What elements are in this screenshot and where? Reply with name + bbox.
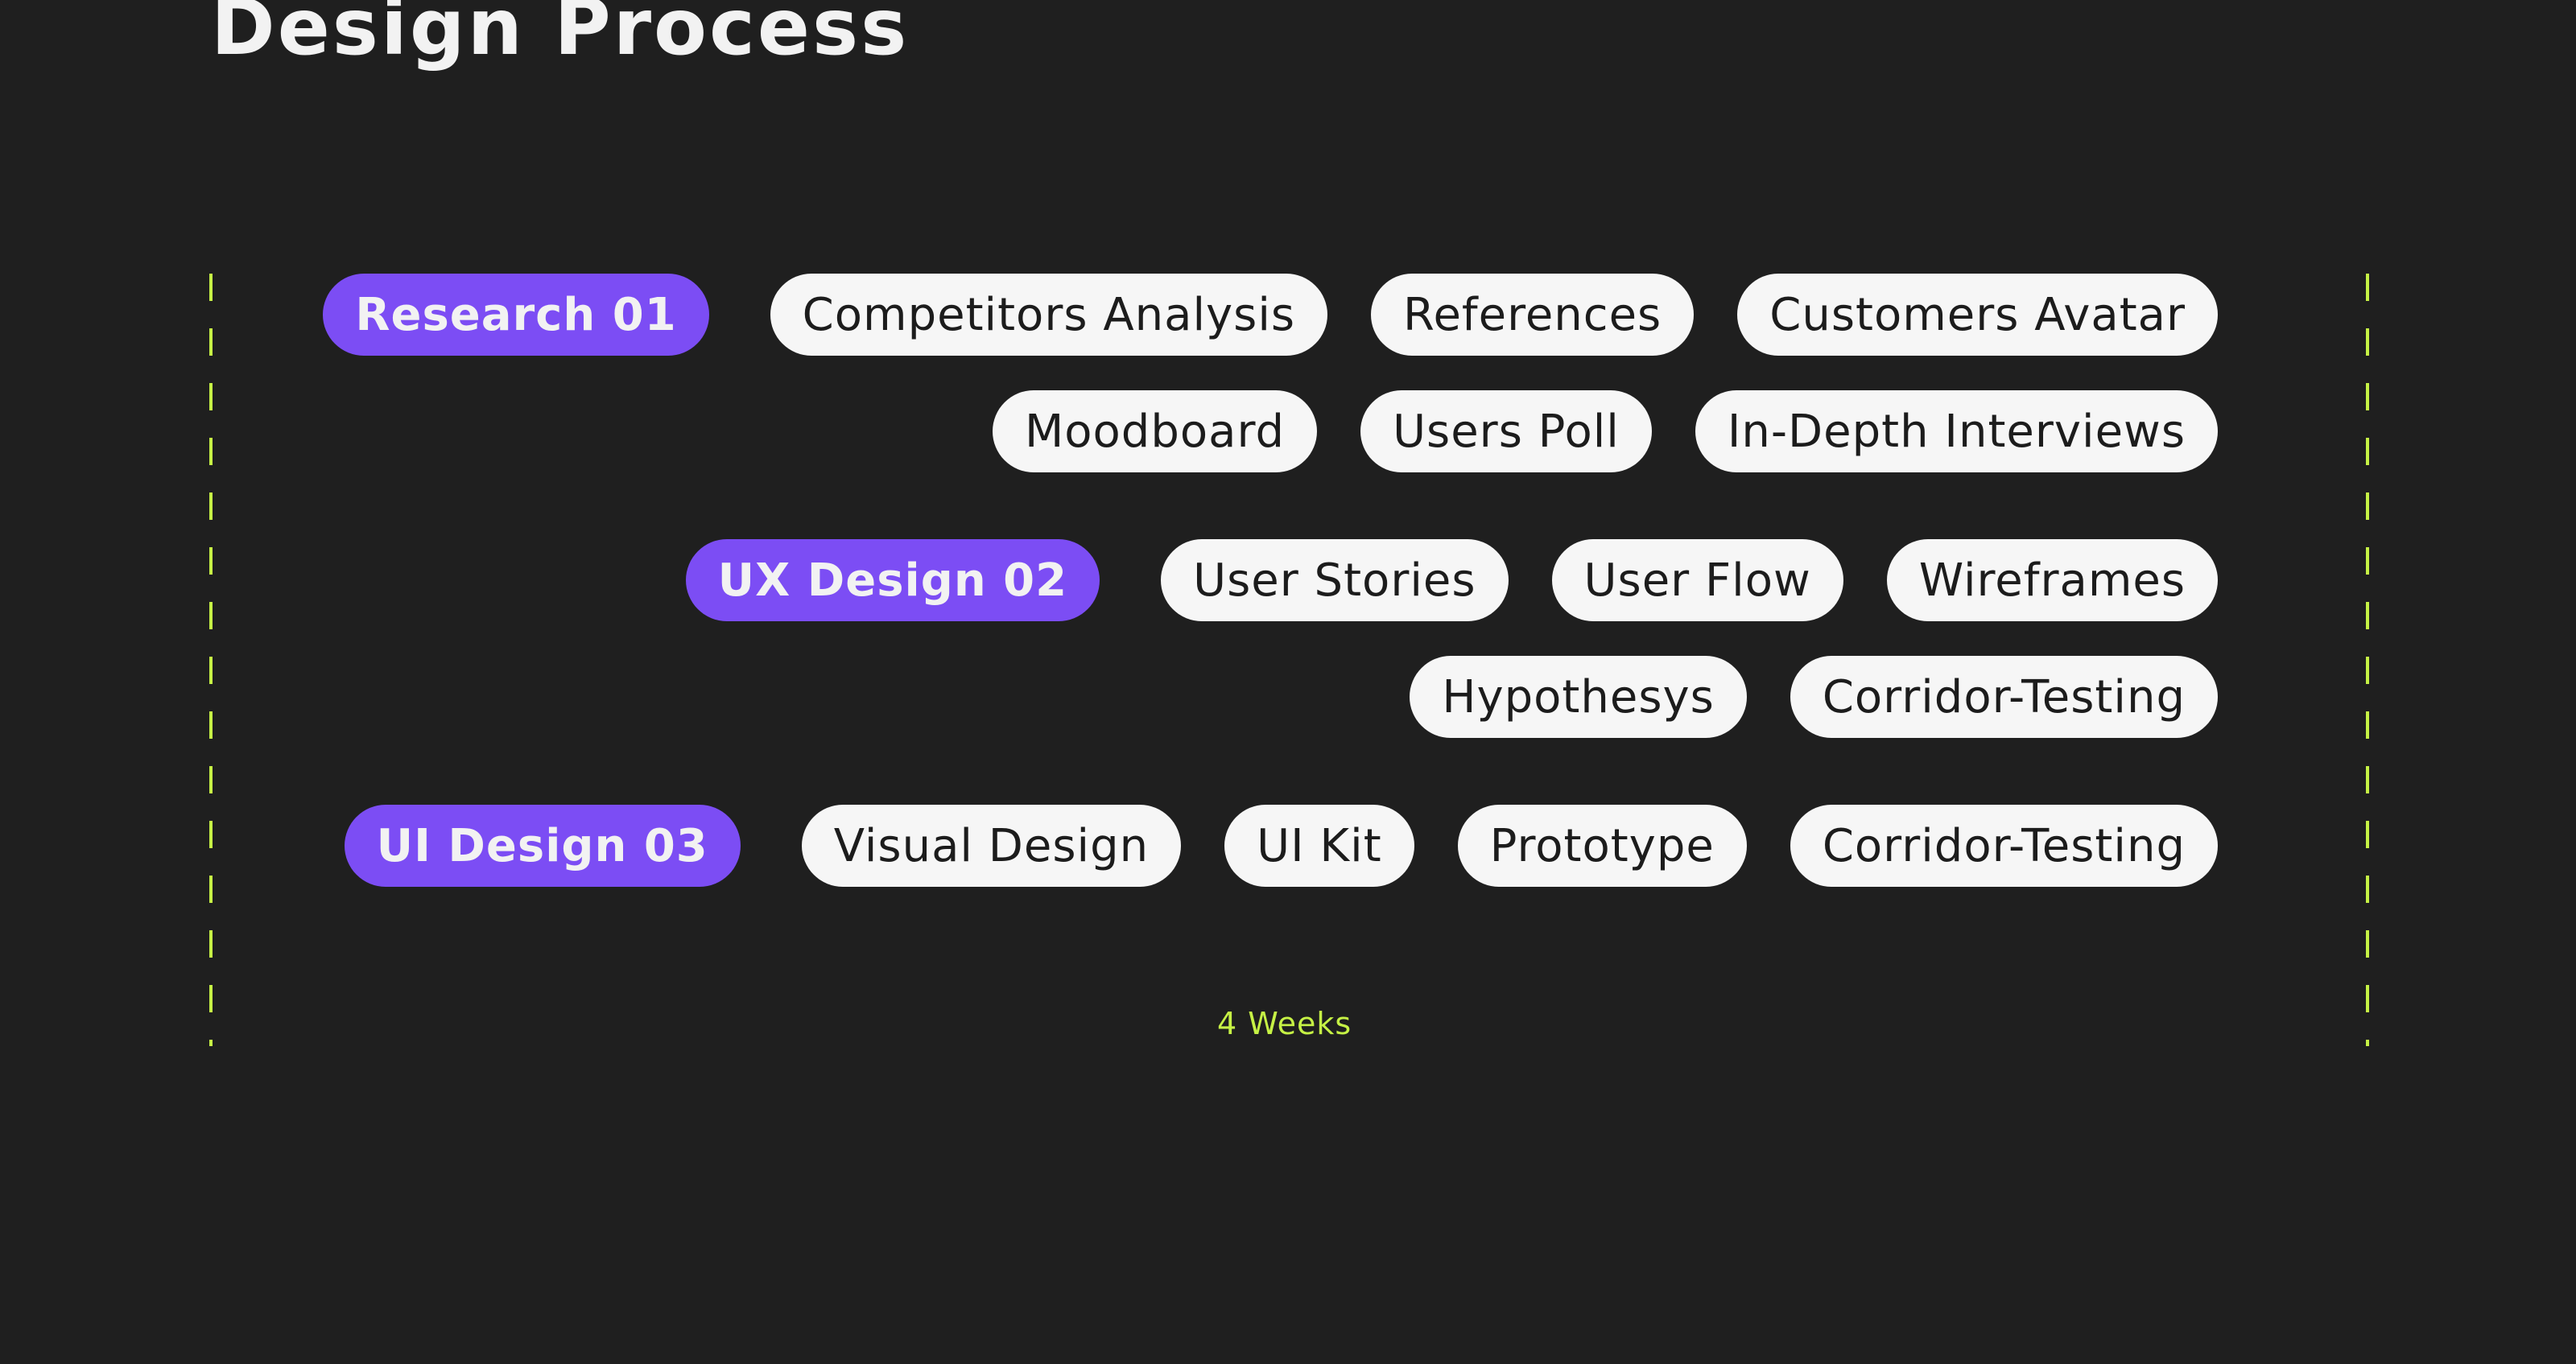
duration-label: 4 Weeks: [1217, 1006, 1352, 1041]
timeline-end-dashed-line: [2366, 274, 2369, 1046]
tag-pill[interactable]: Prototype: [1457, 805, 1747, 887]
tag-pill[interactable]: Customers Avatar: [1737, 274, 2218, 356]
ux-design-row-2: Hypothesys Corridor-Testing: [1410, 656, 2218, 738]
tag-pill[interactable]: User Flow: [1551, 539, 1843, 621]
research-row-1: Research 01 Competitors Analysis Referen…: [323, 274, 2218, 356]
tag-pill[interactable]: Hypothesys: [1410, 656, 1747, 738]
phase-pill-ui-design[interactable]: UI Design 03: [344, 805, 741, 887]
ui-design-row-1: UI Design 03 Visual Design UI Kit Protot…: [344, 805, 2218, 887]
ux-design-row-1: UX Design 02 User Stories User Flow Wire…: [685, 539, 2218, 621]
tag-pill[interactable]: Corridor-Testing: [1790, 805, 2218, 887]
tag-pill[interactable]: User Stories: [1161, 539, 1509, 621]
phase-pill-research[interactable]: Research 01: [323, 274, 709, 356]
tag-pill[interactable]: Corridor-Testing: [1790, 656, 2218, 738]
tag-pill[interactable]: Wireframes: [1886, 539, 2218, 621]
tag-pill[interactable]: UI Kit: [1224, 805, 1414, 887]
timeline-start-dashed-line: [209, 274, 213, 1046]
tag-pill[interactable]: Visual Design: [801, 805, 1182, 887]
page-title: Design Process: [211, 0, 910, 72]
tag-pill[interactable]: Moodboard: [992, 390, 1318, 472]
tag-pill[interactable]: Competitors Analysis: [770, 274, 1328, 356]
tag-pill[interactable]: Users Poll: [1360, 390, 1652, 472]
tag-pill[interactable]: References: [1371, 274, 1695, 356]
phase-pill-ux-design[interactable]: UX Design 02: [685, 539, 1100, 621]
tag-pill[interactable]: In-Depth Interviews: [1695, 390, 2218, 472]
research-row-2: Moodboard Users Poll In-Depth Interviews: [992, 390, 2218, 472]
